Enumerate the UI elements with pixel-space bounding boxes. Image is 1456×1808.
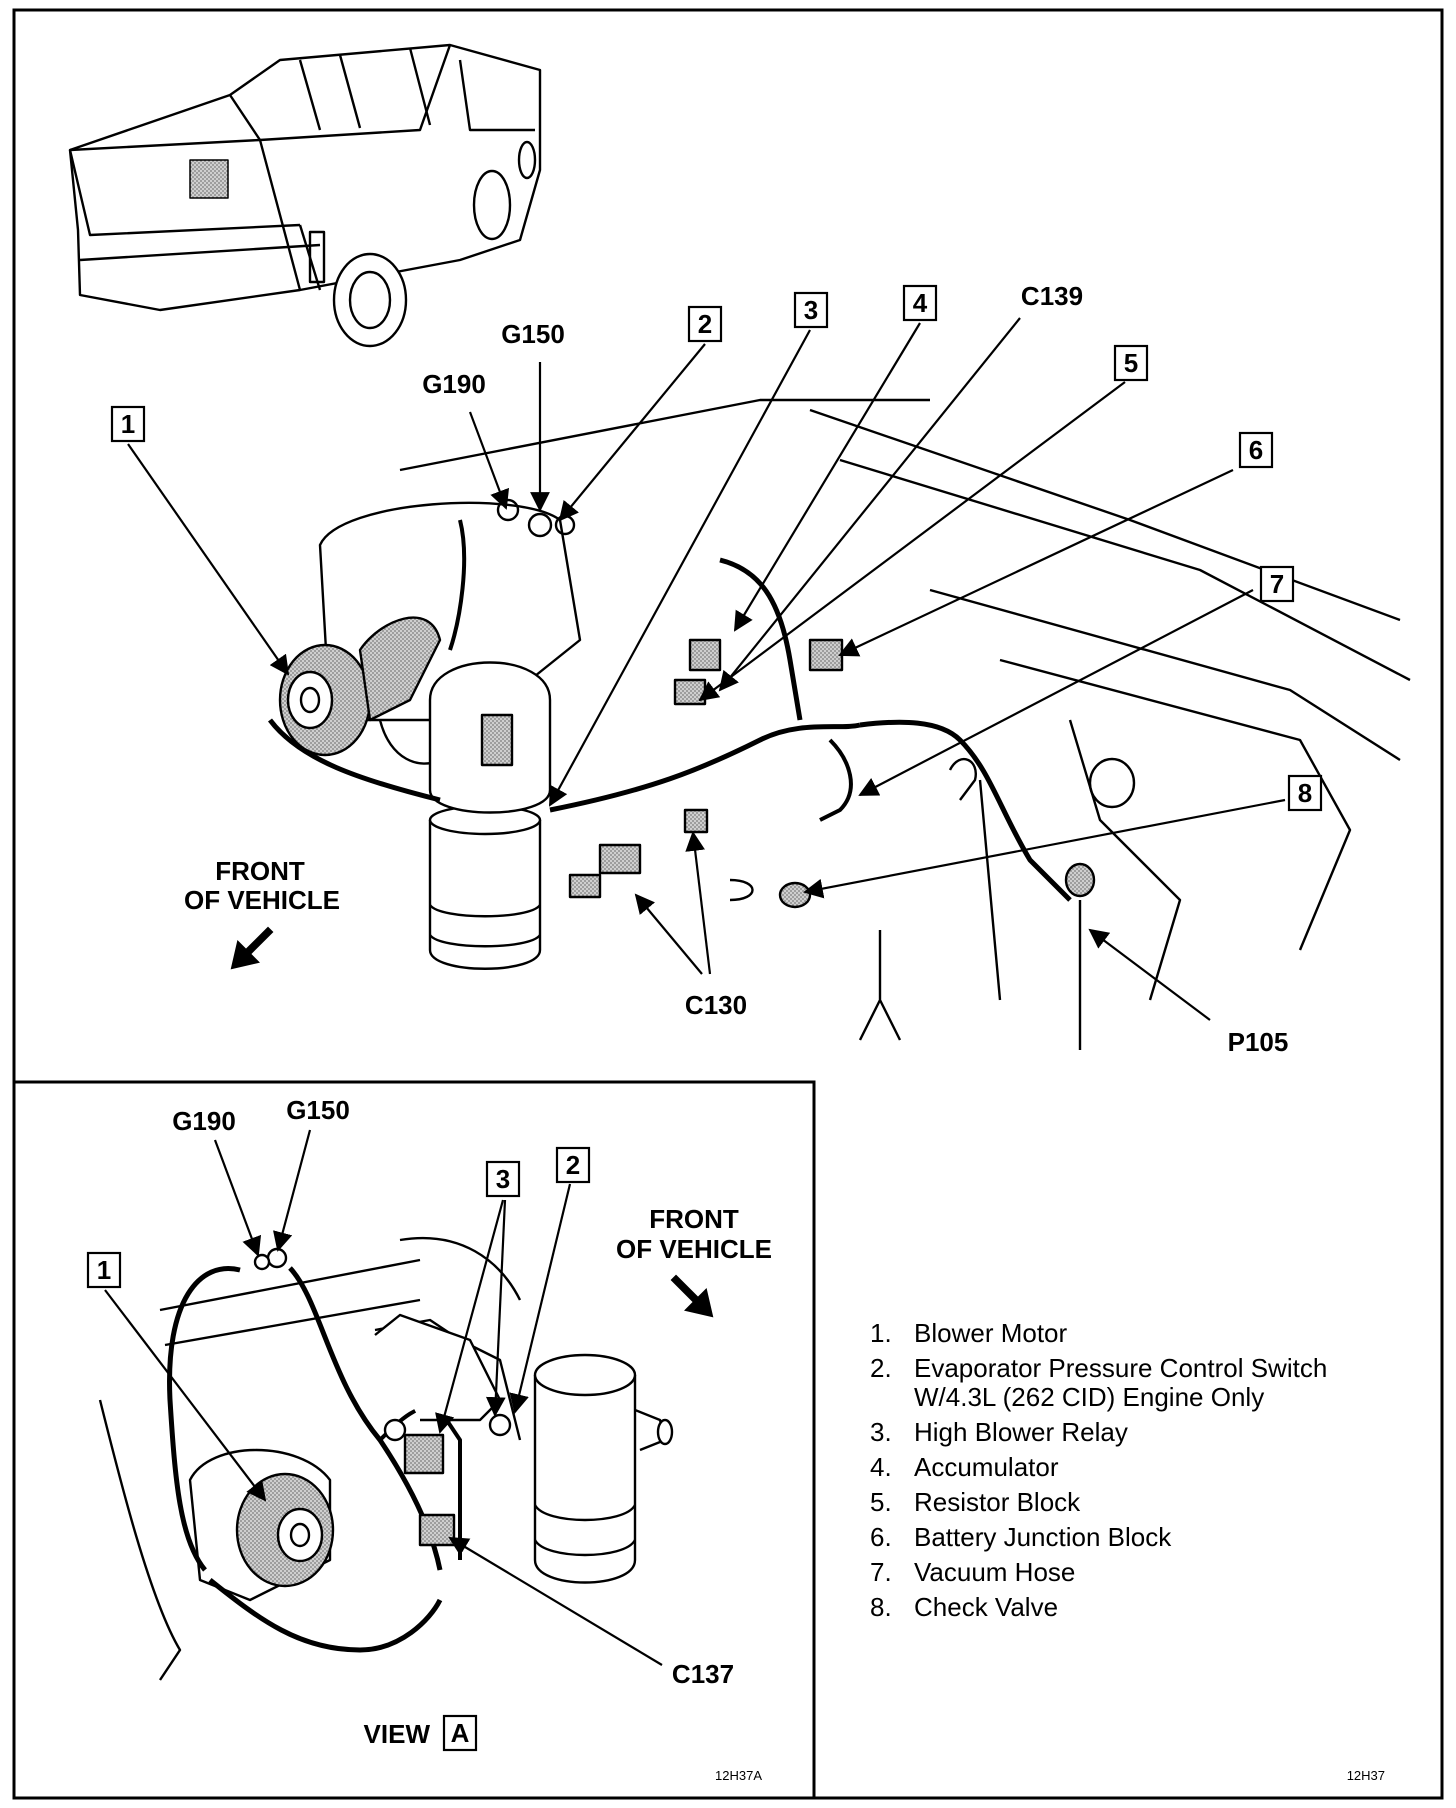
inset-frame xyxy=(12,1080,816,1800)
inset-leader-2 xyxy=(509,1183,572,1414)
main-callout-3: 3 xyxy=(793,291,829,329)
view-letter-box: A xyxy=(442,1714,478,1752)
label-g150: G150 xyxy=(501,319,565,349)
inset-figure-code: 12H37A xyxy=(715,1768,762,1783)
svg-text:4: 4 xyxy=(913,288,928,318)
engine-compartment-inset xyxy=(98,1236,674,1681)
legend-text: Check Valve xyxy=(914,1592,1059,1622)
vehicle-thumbnail xyxy=(68,43,542,348)
legend-item: 7. Vacuum Hose xyxy=(870,1555,1430,1590)
label-c139: C139 xyxy=(1021,281,1083,311)
legend-number: 2. xyxy=(870,1353,892,1383)
legend-text: Vacuum Hose xyxy=(914,1557,1076,1587)
inset-callout-2: 2 xyxy=(555,1146,591,1184)
view-label: VIEW xyxy=(364,1719,431,1749)
inset-callout-3: 3 xyxy=(485,1160,521,1198)
inset-callout-1: 1 xyxy=(86,1251,122,1289)
legend-number: 7. xyxy=(870,1557,892,1587)
label-p105: P105 xyxy=(1228,1027,1289,1057)
main-callout-2: 2 xyxy=(687,305,723,343)
svg-text:7: 7 xyxy=(1270,569,1284,599)
blower-location-marker xyxy=(189,159,229,199)
svg-text:6: 6 xyxy=(1249,435,1263,465)
main-front-arrow-icon xyxy=(230,926,274,970)
legend-number: 6. xyxy=(870,1522,892,1552)
legend-number: 4. xyxy=(870,1452,892,1482)
svg-text:3: 3 xyxy=(804,295,818,325)
inset-label-g150: G150 xyxy=(286,1095,350,1125)
legend-item: 2. Evaporator Pressure Control Switch xyxy=(870,1351,1430,1386)
label-g190: G190 xyxy=(422,369,486,399)
svg-text:5: 5 xyxy=(1124,348,1138,378)
svg-text:A: A xyxy=(451,1718,470,1748)
label-c130: C130 xyxy=(685,990,747,1020)
legend-item: 5. Resistor Block xyxy=(870,1485,1430,1520)
legend-item: 3. High Blower Relay xyxy=(870,1415,1430,1450)
inset-front-label-line2: OF VEHICLE xyxy=(616,1234,772,1264)
legend-number: 3. xyxy=(870,1417,892,1447)
legend-text: Evaporator Pressure Control Switch xyxy=(914,1353,1328,1383)
svg-text:2: 2 xyxy=(566,1150,580,1180)
svg-text:2: 2 xyxy=(698,309,712,339)
main-front-label-line1: FRONT xyxy=(215,856,305,886)
legend-subtext: W/4.3L (262 CID) Engine Only xyxy=(914,1382,1265,1412)
engine-compartment-main xyxy=(268,398,1411,1050)
legend-item: 6. Battery Junction Block xyxy=(870,1520,1430,1555)
svg-text:8: 8 xyxy=(1298,778,1312,808)
legend-text: Resistor Block xyxy=(914,1487,1081,1517)
svg-text:1: 1 xyxy=(97,1255,111,1285)
main-leader-lines xyxy=(127,317,1286,1021)
main-front-label-line2: OF VEHICLE xyxy=(184,885,340,915)
main-callout-8: 8 xyxy=(1287,774,1323,812)
main-callout-6: 6 xyxy=(1238,431,1274,469)
parts-legend: 1. Blower Motor 2. Evaporator Pressure C… xyxy=(870,1316,1430,1625)
main-callout-4: 4 xyxy=(902,284,938,322)
legend-text: Blower Motor xyxy=(914,1318,1068,1348)
legend-number: 8. xyxy=(870,1592,892,1622)
main-callout-5: 5 xyxy=(1113,344,1149,382)
main-figure-code: 12H37 xyxy=(1347,1768,1385,1783)
svg-text:1: 1 xyxy=(121,409,135,439)
legend-number: 1. xyxy=(870,1318,892,1348)
legend-item: 4. Accumulator xyxy=(870,1450,1430,1485)
legend-number: 5. xyxy=(870,1487,892,1517)
main-callout-7: 7 xyxy=(1259,565,1295,603)
inset-label-c137: C137 xyxy=(672,1659,734,1689)
legend-text: Accumulator xyxy=(914,1452,1059,1482)
legend-text: Battery Junction Block xyxy=(914,1522,1172,1552)
svg-text:3: 3 xyxy=(496,1164,510,1194)
legend-text: High Blower Relay xyxy=(914,1417,1128,1447)
main-callout-1: 1 xyxy=(110,405,146,443)
inset-leader-lines xyxy=(104,1129,663,1666)
inset-label-g190: G190 xyxy=(172,1106,236,1136)
legend-item: 8. Check Valve xyxy=(870,1590,1430,1625)
inset-front-label-line1: FRONT xyxy=(649,1204,739,1234)
legend-item: 1. Blower Motor xyxy=(870,1316,1430,1351)
inset-front-arrow-icon xyxy=(670,1274,714,1318)
